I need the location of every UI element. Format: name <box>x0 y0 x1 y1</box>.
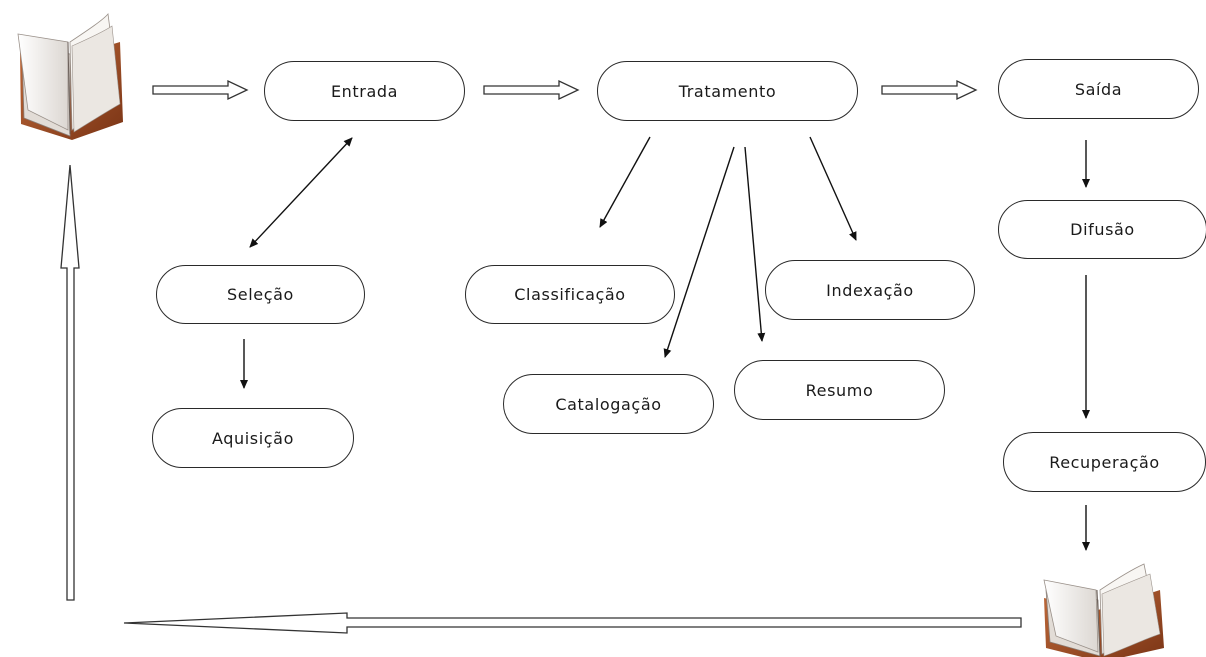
block-arrow-book-to-entrada <box>152 79 249 101</box>
arrow-tratamento-indexacao <box>809 136 857 241</box>
node-indexacao: Indexação <box>765 260 975 320</box>
block-arrow-tratamento-to-saida <box>881 79 978 101</box>
arrow-tratamento-classificacao <box>599 136 651 228</box>
node-label: Entrada <box>330 81 399 101</box>
node-tratamento: Tratamento <box>597 61 858 121</box>
block-arrow-entrada-to-tratamento <box>483 79 580 101</box>
node-label: Saída <box>1074 79 1123 99</box>
node-label: Seleção <box>227 285 294 304</box>
node-resumo: Resumo <box>734 360 945 420</box>
open-book-icon <box>1043 563 1164 657</box>
arrow-tratamento-resumo <box>744 146 766 342</box>
node-catalogacao: Catalogação <box>503 374 714 434</box>
node-label: Tratamento <box>678 81 777 101</box>
node-label: Indexação <box>826 280 914 300</box>
block-arrow-return-left <box>123 612 1022 634</box>
block-arrow-return-up <box>60 164 80 601</box>
node-recuperacao: Recuperação <box>1003 432 1206 492</box>
node-label: Aquisição <box>212 428 294 448</box>
arrow-tratamento-catalogacao <box>663 146 735 358</box>
node-selecao: Seleção <box>156 265 365 324</box>
node-label: Difusão <box>1070 220 1135 239</box>
arrow-entrada-selecao <box>249 137 353 248</box>
open-book-icon <box>17 13 123 140</box>
node-entrada: Entrada <box>264 61 465 121</box>
node-label: Classificação <box>514 285 626 304</box>
node-classificacao: Classificação <box>465 265 675 324</box>
node-label: Catalogação <box>555 394 662 414</box>
node-difusao: Difusão <box>998 200 1206 259</box>
node-aquisicao: Aquisição <box>152 408 354 468</box>
node-label: Recuperação <box>1049 452 1160 472</box>
node-saida: Saída <box>998 59 1199 119</box>
node-label: Resumo <box>805 380 874 400</box>
